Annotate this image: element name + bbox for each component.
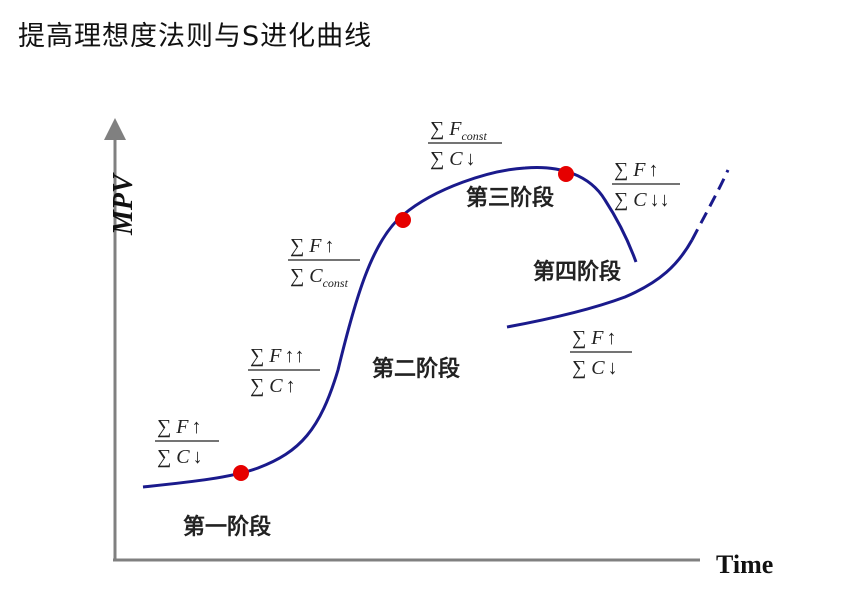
formula-2: ∑ F↑↑ ∑ C↑ [248,345,320,397]
formula-5-denominator: ∑ C↓↓ [614,189,670,211]
page-title: 提高理想度法则与S进化曲线 [18,21,373,52]
formula-3-denominator: ∑ Cconst [290,265,349,290]
formula-4-denominator: ∑ C↓ [430,148,476,170]
transition-point-2 [395,212,411,228]
stage-label-3: 第三阶段 [466,185,554,211]
y-axis-arrow-icon [104,118,126,140]
formula-6-denominator: ∑ C↓ [572,357,618,379]
formula-3: ∑ F↑ ∑ Cconst [288,235,360,290]
formula-4-numerator: ∑ Fconst [430,118,487,143]
stage-label-4: 第四阶段 [533,259,621,285]
s-curve-main [142,165,638,489]
transition-point-1 [233,465,249,481]
formula-6: ∑ F↑ ∑ C↓ [570,327,632,379]
formula-5: ∑ F↑ ∑ C↓↓ [612,159,680,211]
s-curve-next [506,239,694,329]
formula-6-numerator: ∑ F↑ [572,327,616,349]
formula-5-numerator: ∑ F↑ [614,159,658,181]
formula-2-numerator: ∑ F↑↑ [250,345,304,367]
formula-group: ∑ F↑ ∑ C↓ ∑ F↑↑ ∑ C↑ ∑ F↑ ∑ Cconst ∑ Fconst ∑ C… [155,118,680,468]
x-axis-label: Time [716,550,773,579]
transition-point-3 [558,166,574,182]
y-axis-label: MPV [108,172,139,236]
formula-4: ∑ Fconst ∑ C↓ [428,118,502,170]
formula-1: ∑ F↑ ∑ C↓ [155,416,219,468]
formula-2-denominator: ∑ C↑ [250,375,296,397]
stage-label-1: 第一阶段 [183,514,271,540]
formula-3-numerator: ∑ F↑ [290,235,334,257]
stage-label-2: 第二阶段 [372,356,460,382]
s-curve-next-dashed [690,169,730,241]
formula-1-numerator: ∑ F↑ [157,416,201,438]
formula-1-denominator: ∑ C↓ [157,446,203,468]
